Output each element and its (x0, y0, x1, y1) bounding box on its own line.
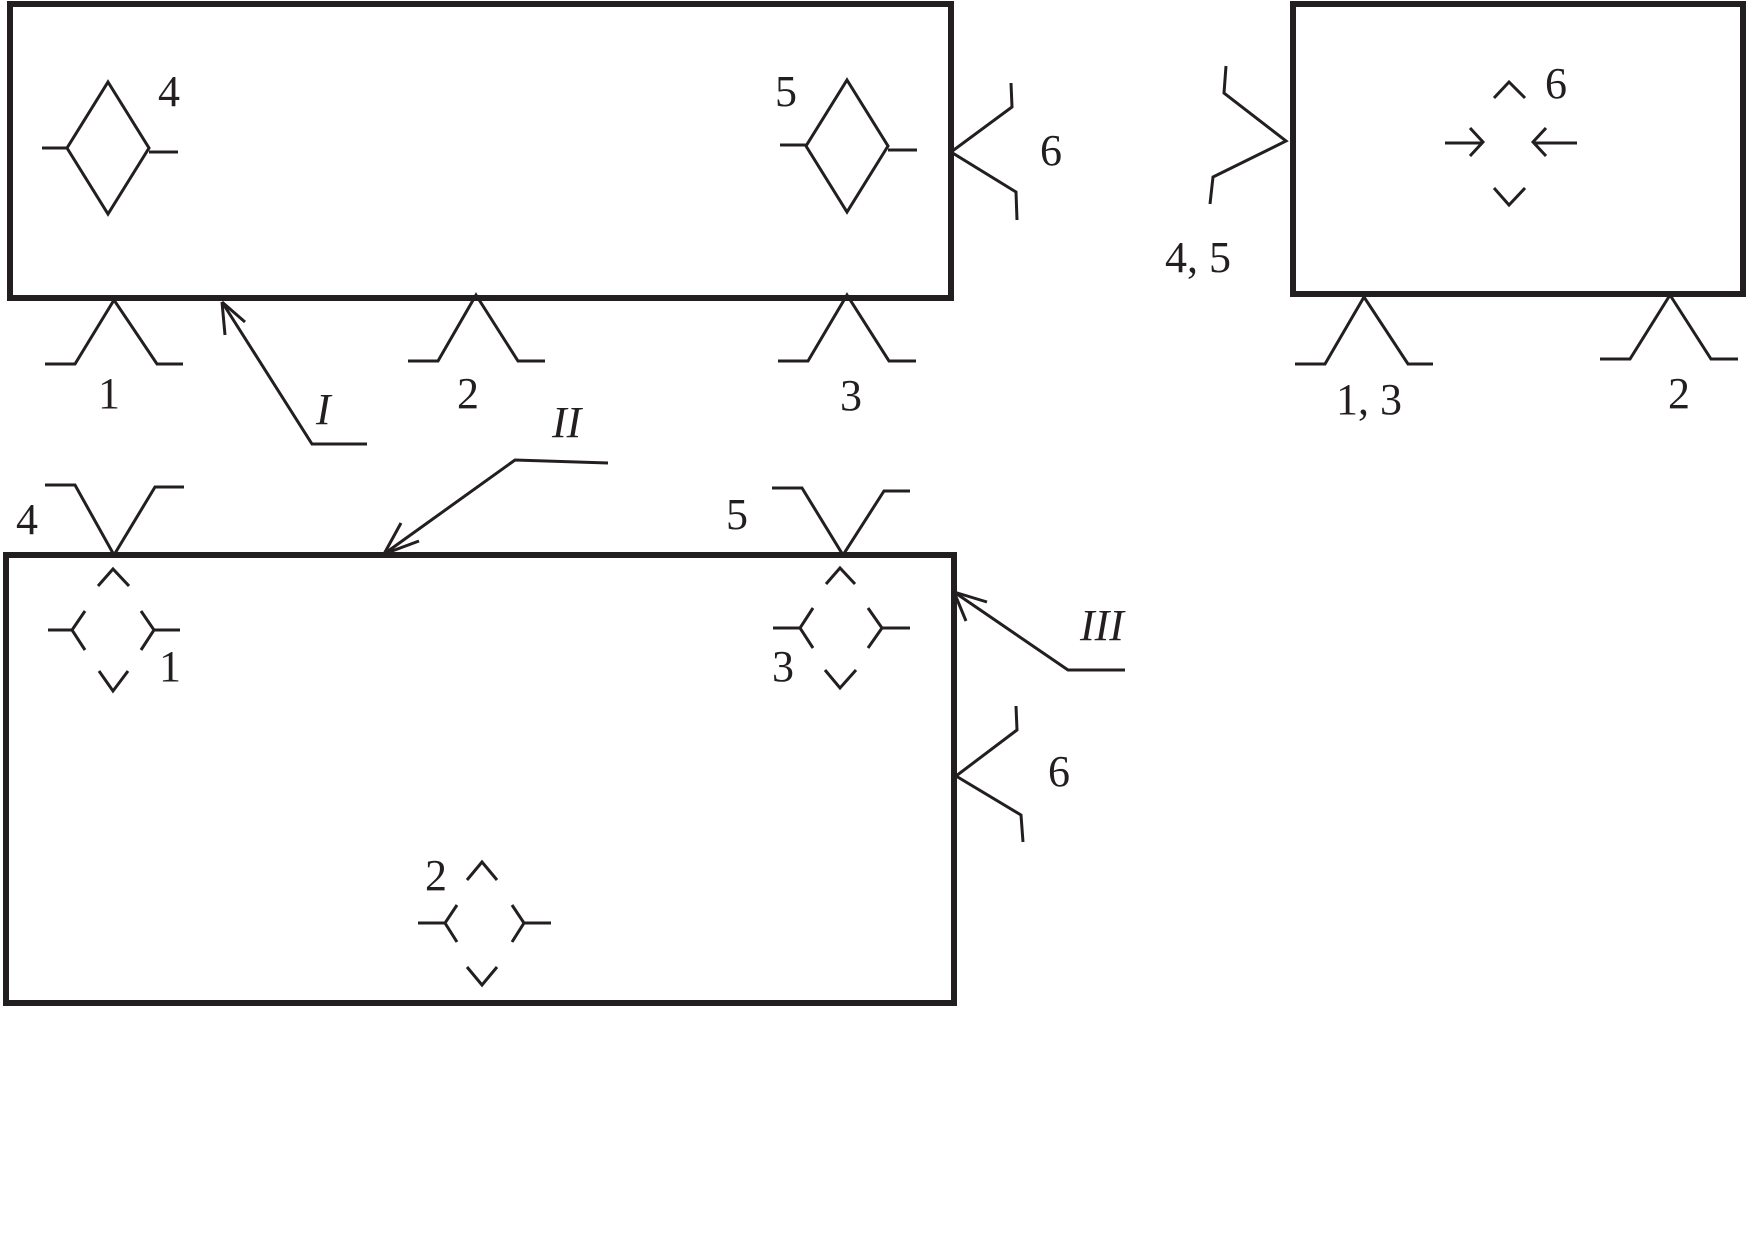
direction-arrow-II (382, 458, 609, 556)
top-view-outline (3, 552, 957, 1006)
side-view-outline (1290, 1, 1746, 297)
support-mark-1-3 (1295, 294, 1433, 366)
hidden-diamond-mark-3 (773, 565, 910, 691)
support-mark-1 (45, 297, 183, 366)
top-mark-5 (772, 486, 910, 558)
side-mark-4-5 (1208, 65, 1289, 205)
label-6-side: 6 (1545, 59, 1567, 108)
direction-arrow-I (220, 300, 367, 446)
label-2-side: 2 (1668, 369, 1690, 418)
top-view: 4 5 1 3 2 (3, 398, 1126, 1006)
diamond-mark-4 (42, 79, 178, 217)
label-1: 1 (98, 369, 120, 418)
label-2: 2 (457, 369, 479, 418)
direction-label-II: II (551, 398, 584, 447)
diamond-mark-5 (780, 77, 917, 215)
label-5: 5 (775, 67, 797, 116)
hidden-diamond-mark-1 (48, 566, 180, 694)
main-view: 4 5 6 1 2 3 I (7, 1, 1062, 446)
label-1-3: 1, 3 (1336, 375, 1402, 424)
direction-label-I: I (315, 385, 333, 434)
side-view: 6 4, 5 1, 3 2 (1165, 1, 1746, 424)
label-4-5: 4, 5 (1165, 233, 1231, 282)
label-3: 3 (840, 371, 862, 420)
direction-label-III: III (1079, 601, 1126, 650)
label-6-top: 6 (1048, 747, 1070, 796)
direction-arrow-III (952, 590, 1125, 672)
hidden-diamond-mark-6 (1445, 79, 1577, 208)
side-mark-6 (948, 82, 1019, 221)
side-mark-6-top (953, 705, 1025, 843)
support-mark-2 (408, 292, 545, 363)
label-6: 6 (1040, 126, 1062, 175)
label-5-top: 5 (726, 490, 748, 539)
label-4-top: 4 (16, 495, 38, 544)
label-3-top: 3 (772, 642, 794, 691)
hidden-diamond-mark-2 (418, 859, 551, 988)
label-4: 4 (158, 67, 180, 116)
support-mark-2-side (1600, 292, 1738, 361)
top-mark-4 (45, 483, 184, 558)
label-1-top: 1 (159, 642, 181, 691)
label-2-top: 2 (425, 851, 447, 900)
support-mark-3 (778, 292, 916, 363)
